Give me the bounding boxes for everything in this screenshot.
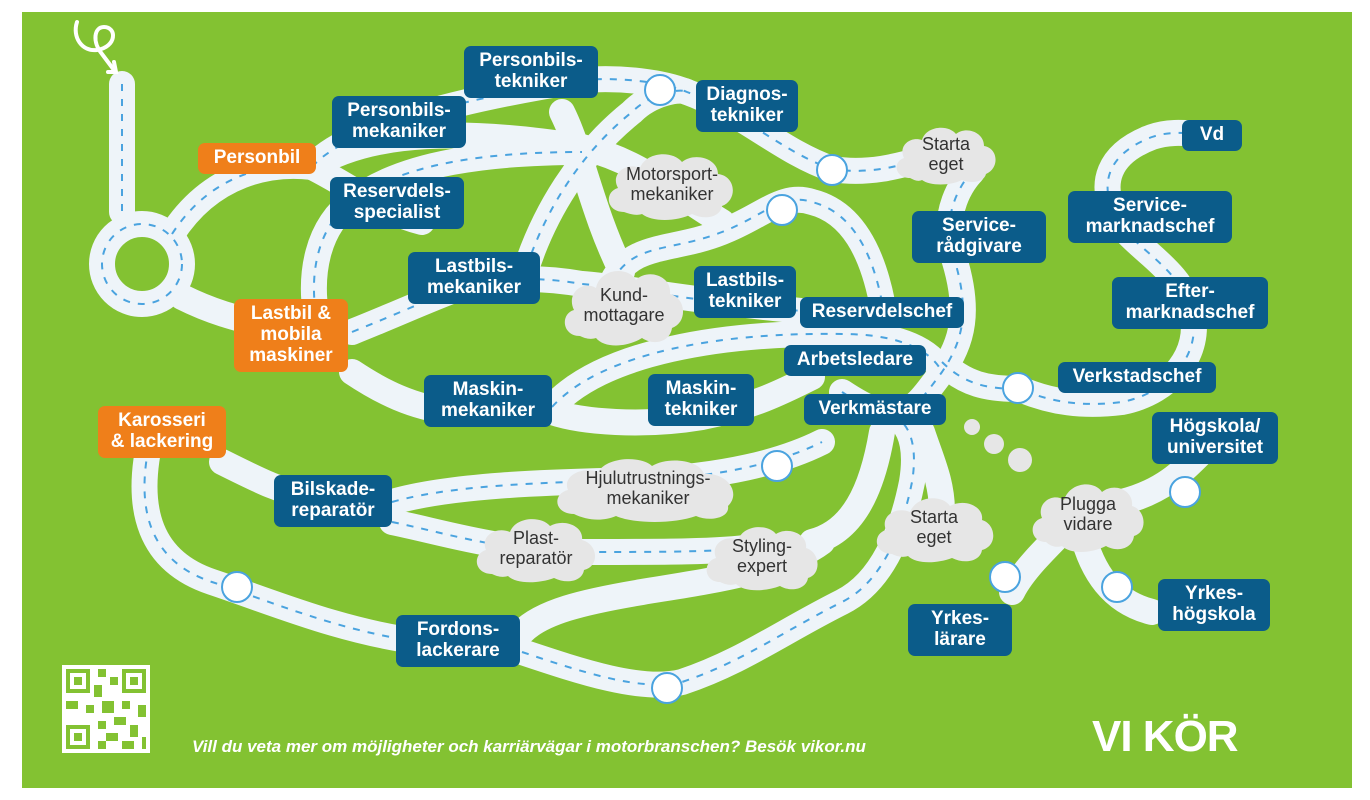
cloud-text: Plast- reparatör bbox=[499, 527, 573, 568]
cloud-motorsport: Motorsport- mekaniker bbox=[602, 144, 742, 224]
cloud-text: Kund- mottagare bbox=[583, 284, 665, 325]
entry-lastbil[interactable]: Lastbil & mobila maskiner bbox=[234, 299, 348, 372]
job-servicerådgivare[interactable]: Service- rådgivare bbox=[912, 211, 1046, 263]
cloud-text: Styling- expert bbox=[731, 535, 793, 576]
cloud-kundmottagare: Kund- mottagare bbox=[560, 260, 688, 350]
loop-arrow-icon bbox=[73, 20, 119, 74]
job-servicemarknadschef[interactable]: Service- marknadschef bbox=[1068, 191, 1232, 243]
entry-karosseri[interactable]: Karosseri & lackering bbox=[98, 406, 226, 458]
cloud-hjulutrustning: Hjulutrustnings- mekaniker bbox=[550, 452, 746, 524]
cloud-plugga-vidare: Plugga vidare bbox=[1028, 474, 1148, 554]
road-loop-icon bbox=[1101, 571, 1133, 603]
cloud-starta-eget-bottom: Starta eget bbox=[872, 490, 996, 564]
job-maskinmekaniker[interactable]: Maskin- mekaniker bbox=[424, 375, 552, 427]
job-hogskola[interactable]: Högskola/ universitet bbox=[1152, 412, 1278, 464]
job-verkmastare[interactable]: Verkmästare bbox=[804, 394, 946, 425]
road-loop-icon bbox=[766, 194, 798, 226]
cloud-text: Starta eget bbox=[921, 133, 971, 174]
road-loop-icon bbox=[1002, 372, 1034, 404]
qr-code-icon[interactable] bbox=[62, 665, 150, 753]
job-bilskadereparator[interactable]: Bilskade- reparatör bbox=[274, 475, 392, 527]
job-diagnostekniker[interactable]: Diagnos- tekniker bbox=[696, 80, 798, 132]
job-arbetsledare[interactable]: Arbetsledare bbox=[784, 345, 926, 376]
job-reservdelsspecialist[interactable]: Reservdels- specialist bbox=[330, 177, 464, 229]
cloud-starta-eget-top: Starta eget bbox=[890, 120, 1002, 188]
road-loop-icon bbox=[989, 561, 1021, 593]
road-loop-icons bbox=[221, 74, 1201, 704]
cloud-text: Motorsport- mekaniker bbox=[625, 163, 719, 204]
job-maskintekniker[interactable]: Maskin- tekniker bbox=[648, 374, 754, 426]
cloud-text: Starta eget bbox=[909, 506, 959, 547]
job-yrkeslarare[interactable]: Yrkes- lärare bbox=[908, 604, 1012, 656]
job-yrkeshogskola[interactable]: Yrkes- högskola bbox=[1158, 579, 1270, 631]
job-eftermarknadschef[interactable]: Efter- marknadschef bbox=[1112, 277, 1268, 329]
job-vd[interactable]: Vd bbox=[1182, 120, 1242, 151]
job-verkstadschef[interactable]: Verkstadschef bbox=[1058, 362, 1216, 393]
job-personbilstekniker[interactable]: Personbils- tekniker bbox=[464, 46, 598, 98]
road-loop-icon bbox=[651, 672, 683, 704]
cloud-plastreparator: Plast- reparatör bbox=[472, 512, 600, 584]
job-fordonslackerare[interactable]: Fordons- lackerare bbox=[396, 615, 520, 667]
cloud-stylingexpert: Styling- expert bbox=[702, 520, 822, 592]
road-loop-icon bbox=[761, 450, 793, 482]
career-map: Starta eget Motorsport- mekaniker Kund- … bbox=[22, 12, 1352, 788]
road-loop-icon bbox=[221, 571, 253, 603]
vi-kor-logo: VI KÖR bbox=[1092, 712, 1239, 761]
job-lastbilsmekaniker[interactable]: Lastbils- mekaniker bbox=[408, 252, 540, 304]
road-loop-icon bbox=[816, 154, 848, 186]
thought-dots bbox=[964, 419, 1032, 472]
job-personbilsmekaniker[interactable]: Personbils- mekaniker bbox=[332, 96, 466, 148]
road-loop-icon bbox=[1169, 476, 1201, 508]
job-reservdelschef[interactable]: Reservdelschef bbox=[800, 297, 964, 328]
footer-text: Vill du veta mer om möjligheter och karr… bbox=[192, 737, 866, 756]
entry-personbil[interactable]: Personbil bbox=[198, 143, 316, 174]
cloud-text: Hjulutrustnings- mekaniker bbox=[585, 467, 711, 508]
cloud-text: Plugga vidare bbox=[1059, 493, 1117, 534]
road-loop-icon bbox=[644, 74, 676, 106]
job-lastbilstekniker[interactable]: Lastbils- tekniker bbox=[694, 266, 796, 318]
